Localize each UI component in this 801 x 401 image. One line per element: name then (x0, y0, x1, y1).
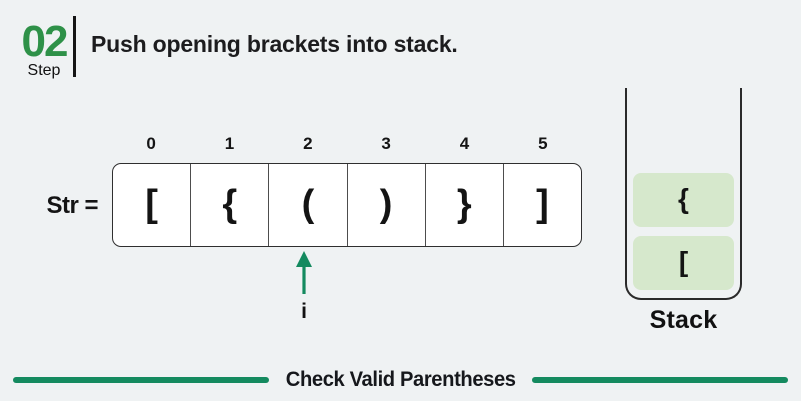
footer-line-left (13, 377, 269, 383)
stack-container: { [ (625, 88, 742, 300)
array-index-label: 0 (146, 134, 156, 153)
stack-label: Stack (649, 306, 718, 334)
pointer-label: i (301, 300, 307, 323)
array-index-label: 4 (459, 134, 470, 153)
array-index-label: 3 (381, 134, 391, 153)
array-cell: ( (269, 164, 348, 246)
string-label: Str = (46, 192, 98, 219)
step-label: Step (27, 62, 61, 79)
pointer-arrow-icon (296, 251, 312, 294)
array-cell: { (191, 164, 270, 246)
array-index-label: 1 (224, 134, 235, 153)
array-index-row: 0 1 2 3 4 5 (112, 134, 582, 158)
step-number: 02 (21, 17, 69, 66)
array-index-label: 2 (303, 134, 313, 153)
footer-caption: Check Valid Parentheses (285, 368, 516, 391)
array-cell: [ (113, 164, 192, 246)
array-index-label: 5 (538, 134, 548, 153)
stack-item: [ (633, 236, 734, 290)
array-cell: ] (536, 182, 549, 225)
array-cell: ) (348, 164, 426, 246)
stack-item: { (633, 173, 734, 227)
header-divider (73, 16, 76, 77)
footer-line-right (532, 377, 788, 383)
footer: Check Valid Parentheses (0, 367, 801, 393)
string-array: [ { ( ) } ] (112, 163, 582, 247)
array-cell: } (426, 164, 504, 246)
page-title: Push opening brackets into stack. (91, 31, 458, 57)
